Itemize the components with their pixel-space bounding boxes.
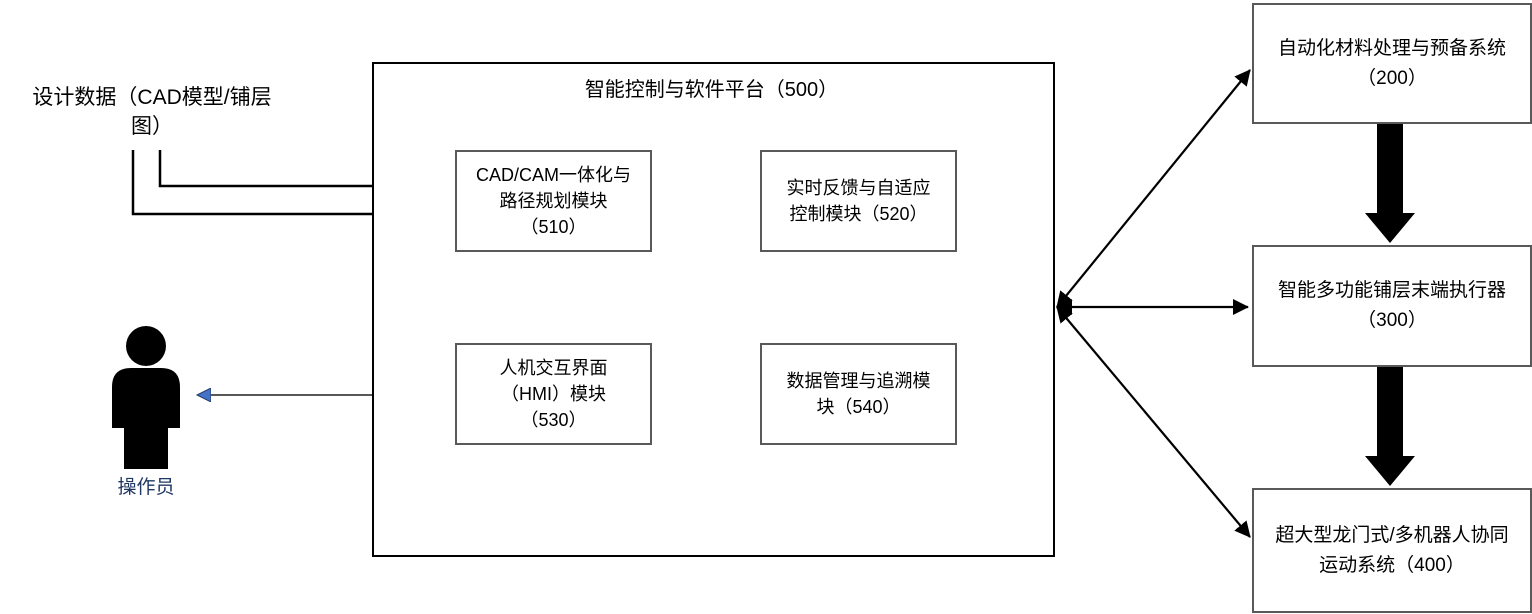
module-label-510: CAD/CAM一体化与 路径规划模块 （510）: [475, 165, 631, 237]
platform-box-500: [372, 62, 1055, 557]
thick-down-arrow-300-400: [1365, 367, 1415, 486]
system-box-400: 超大型龙门式/多机器人协同 运动系统（400）: [1252, 488, 1532, 613]
system-box-200: 自动化材料处理与预备系统 （200）: [1252, 3, 1532, 124]
operator-label: 操作员: [117, 477, 175, 498]
system-box-300: 智能多功能铺层末端执行器 （300）: [1252, 245, 1532, 367]
platform-title: 智能控制与软件平台（500）: [584, 79, 839, 101]
module-box-530: 人机交互界面 （HMI）模块 （530）: [455, 343, 652, 445]
design-data-label: 设计数据（CAD模型/铺层 图）: [32, 86, 272, 138]
person-icon: [112, 326, 180, 469]
platform-system200-arrow: [1056, 69, 1251, 308]
system-label-400: 超大型龙门式/多机器人协同 运动系统（400）: [1275, 524, 1509, 576]
design-data-elbow-lines: [131, 150, 428, 216]
system-label-300: 智能多功能铺层末端执行器 （300）: [1277, 280, 1506, 331]
system-label-200: 自动化材料处理与预备系统 （200）: [1277, 37, 1506, 89]
module-box-520: 实时反馈与自适应 控制模块（520）: [760, 150, 957, 252]
thick-down-arrow-200-300: [1365, 124, 1415, 243]
platform-system400-arrow: [1056, 306, 1251, 538]
module-box-510: CAD/CAM一体化与 路径规划模块 （510）: [455, 150, 652, 252]
module-box-540: 数据管理与追溯模 块（540）: [760, 343, 957, 445]
module-label-530: 人机交互界面 （HMI）模块 （530）: [499, 358, 608, 430]
module-label-520: 实时反馈与自适应 控制模块（520）: [786, 178, 931, 224]
module-label-540: 数据管理与追溯模 块（540）: [786, 371, 931, 417]
